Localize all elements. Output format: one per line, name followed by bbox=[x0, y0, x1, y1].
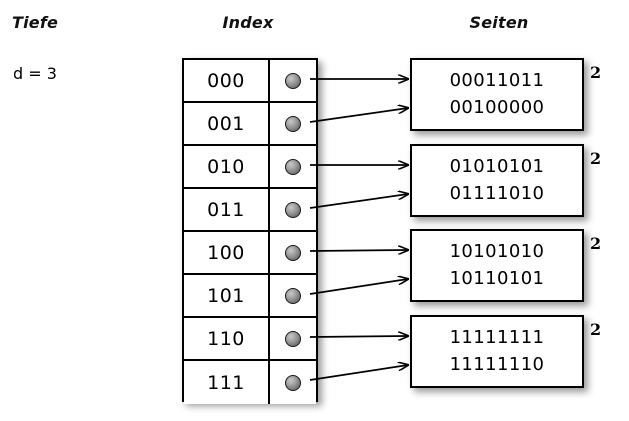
index-key: 011 bbox=[184, 189, 270, 230]
pointer-dot-icon bbox=[285, 244, 301, 261]
index-pointer-cell[interactable] bbox=[270, 189, 316, 230]
index-key: 000 bbox=[184, 60, 270, 101]
index-table: 000 001 010 011 100 bbox=[182, 58, 318, 404]
pointer-dot-icon bbox=[285, 330, 301, 347]
page-record: 01010101 bbox=[449, 156, 545, 178]
index-pointer-cell[interactable] bbox=[270, 60, 316, 101]
arrow-001-to-page-1 bbox=[309, 108, 408, 123]
index-pointer-cell[interactable] bbox=[270, 318, 316, 359]
column-header-depth: Tiefe bbox=[12, 13, 59, 32]
page-record: 00100000 bbox=[449, 96, 545, 118]
page-record: 01111010 bbox=[449, 182, 545, 204]
column-header-index: Index bbox=[222, 13, 274, 32]
index-key: 100 bbox=[184, 232, 270, 273]
index-row[interactable]: 100 bbox=[184, 232, 316, 275]
index-row[interactable]: 000 bbox=[184, 60, 316, 103]
page-record: 00011011 bbox=[449, 70, 545, 92]
index-key: 101 bbox=[184, 275, 270, 316]
index-key: 110 bbox=[184, 318, 270, 359]
index-row[interactable]: 001 bbox=[184, 103, 316, 146]
page-local-depth: 2 bbox=[590, 234, 602, 253]
page-local-depth: 2 bbox=[590, 320, 602, 339]
arrow-111-to-page-4 bbox=[309, 365, 408, 381]
pointer-dot-icon bbox=[285, 115, 301, 132]
pointer-dot-icon bbox=[285, 201, 301, 218]
index-row[interactable]: 010 bbox=[184, 146, 316, 189]
pointer-dot-icon bbox=[285, 158, 301, 175]
index-key: 001 bbox=[184, 103, 270, 144]
arrow-110-to-page-4 bbox=[309, 336, 408, 337]
index-key: 010 bbox=[184, 146, 270, 187]
index-pointer-cell[interactable] bbox=[270, 103, 316, 144]
index-key: 111 bbox=[184, 361, 270, 404]
column-header-pages: Seiten bbox=[469, 13, 529, 32]
page-box[interactable]: 00011011 00100000 bbox=[410, 58, 584, 131]
global-depth-value: d = 3 bbox=[13, 64, 57, 83]
index-pointer-cell[interactable] bbox=[270, 232, 316, 273]
page-record: 10110101 bbox=[449, 267, 545, 289]
pointer-dot-icon bbox=[285, 287, 301, 304]
page-record: 11111110 bbox=[449, 353, 545, 375]
page-box[interactable]: 01010101 01111010 bbox=[410, 144, 584, 217]
arrow-011-to-page-2 bbox=[309, 194, 408, 209]
index-pointer-cell[interactable] bbox=[270, 275, 316, 316]
page-box[interactable]: 10101010 10110101 bbox=[410, 229, 584, 302]
pointer-dot-icon bbox=[285, 374, 301, 391]
arrow-100-to-page-3 bbox=[309, 250, 408, 251]
index-row[interactable]: 110 bbox=[184, 318, 316, 361]
index-row[interactable]: 101 bbox=[184, 275, 316, 318]
pointer-dot-icon bbox=[285, 72, 301, 89]
page-local-depth: 2 bbox=[590, 63, 602, 82]
page-record: 10101010 bbox=[449, 241, 545, 263]
page-local-depth: 2 bbox=[590, 149, 602, 168]
index-pointer-cell[interactable] bbox=[270, 146, 316, 187]
index-row[interactable]: 111 bbox=[184, 361, 316, 404]
index-pointer-cell[interactable] bbox=[270, 361, 316, 404]
page-box[interactable]: 11111111 11111110 bbox=[410, 315, 584, 388]
index-row[interactable]: 011 bbox=[184, 189, 316, 232]
arrow-101-to-page-3 bbox=[309, 279, 408, 295]
page-record: 11111111 bbox=[449, 327, 545, 349]
